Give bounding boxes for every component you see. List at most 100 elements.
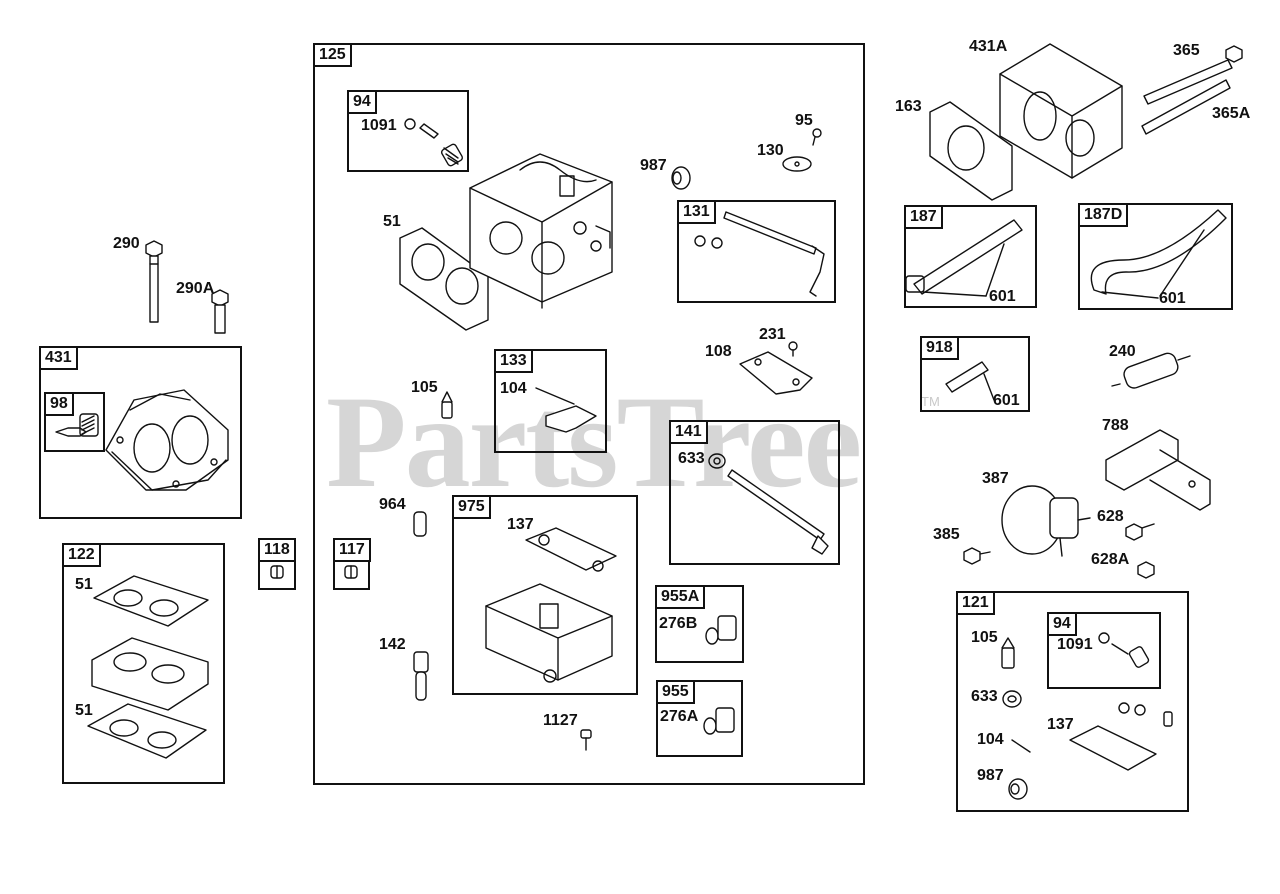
screw-117-drawing [344, 565, 358, 579]
part-label-628: 628 [1097, 508, 1124, 525]
part-label-108: 108 [705, 343, 732, 360]
part-label-51-left: 51 [383, 213, 401, 230]
part-label-601a: 601 [989, 288, 1016, 305]
screw-95-drawing [812, 128, 822, 146]
part-label-601c: 601 [993, 392, 1020, 409]
part-label-105b: 105 [971, 629, 998, 646]
parts-box-431: 431 [39, 346, 242, 519]
box-tag-125: 125 [313, 43, 352, 67]
parts-box-94: 94 [347, 90, 469, 172]
parts-box-117: 117 [333, 538, 371, 590]
screw-118-drawing [270, 565, 284, 579]
plug-955a-drawing [705, 615, 737, 645]
screw-1091-drawing [404, 118, 464, 167]
part-label-633: 633 [678, 450, 705, 467]
parts-box-131: 131 [677, 200, 836, 303]
parts-box-98: 98 [44, 392, 105, 452]
bolt-365-drawing [1141, 45, 1243, 135]
box-tag-117: 117 [333, 538, 371, 562]
parts-box-975: 975 [452, 495, 638, 695]
plug-955-drawing [703, 707, 735, 735]
part-label-105: 105 [411, 379, 438, 396]
part-label-240: 240 [1109, 343, 1136, 360]
part-label-51b: 51 [75, 702, 93, 719]
screw-1127-drawing [580, 729, 592, 751]
part-label-633b: 633 [971, 688, 998, 705]
box-tag-955a: 955A [655, 585, 706, 609]
part-label-365a: 365A [1212, 105, 1251, 122]
bolt-290a-drawing [211, 289, 229, 334]
part-label-130: 130 [757, 142, 784, 159]
part-label-290: 290 [113, 235, 140, 252]
part-label-104b: 104 [977, 731, 1004, 748]
hose-918-drawing [945, 361, 995, 401]
box-tag-187: 187 [904, 205, 943, 229]
box-tag-94: 94 [347, 90, 377, 114]
gasket-51-drawing [399, 227, 489, 331]
carburetor-drawing [469, 153, 613, 309]
trademark-mark: TM [921, 394, 940, 409]
screw-385-drawing [963, 547, 991, 565]
box-tag-118: 118 [258, 538, 296, 562]
part-label-601b: 601 [1159, 290, 1186, 307]
part-label-365: 365 [1173, 42, 1200, 59]
box-tag-133: 133 [494, 349, 533, 373]
part-label-987b: 987 [977, 767, 1004, 784]
hose-187d-drawing [1090, 209, 1227, 299]
bracket-788-drawing [1105, 429, 1211, 511]
shaft-133-drawing [535, 387, 597, 433]
box-tag-94b: 94 [1047, 612, 1077, 636]
parts-box-918: 918 [920, 336, 1030, 412]
parts-box-121: 121 [956, 591, 1189, 812]
box-tag-122: 122 [62, 543, 101, 567]
part-label-628a: 628A [1091, 551, 1130, 568]
part-label-385: 385 [933, 526, 960, 543]
parts-box-125: 125 [313, 43, 865, 785]
part-label-137: 137 [507, 516, 534, 533]
screw-spring-98-drawing [55, 413, 99, 437]
parts-box-122: 122 [62, 543, 225, 784]
plate-130-drawing [782, 156, 812, 172]
part-label-987: 987 [640, 157, 667, 174]
rod-141-drawing [708, 453, 829, 555]
part-label-431a: 431A [969, 38, 1008, 55]
box-tag-98: 98 [44, 392, 74, 416]
part-label-95: 95 [795, 112, 813, 129]
bracket-108-drawing [739, 351, 813, 395]
parts-box-133: 133 [494, 349, 607, 453]
part-label-276a: 276A [660, 708, 699, 725]
kit-121-drawing [1001, 637, 1173, 800]
parts-box-187d: 187D [1078, 203, 1233, 310]
box-tag-121: 121 [956, 591, 995, 615]
parts-box-94b: 94 [1047, 612, 1161, 689]
bolt-290-drawing [145, 240, 163, 323]
box-tag-131: 131 [677, 200, 716, 224]
part-label-1127: 1127 [543, 712, 578, 729]
fuel-pump-387-drawing [1001, 485, 1091, 557]
box-tag-141: 141 [669, 420, 708, 444]
box-tag-918: 918 [920, 336, 959, 360]
box-tag-975: 975 [452, 495, 491, 519]
float-bowl-975-drawing [485, 527, 617, 683]
part-label-387: 387 [982, 470, 1009, 487]
part-label-104: 104 [500, 380, 527, 397]
part-label-290a: 290A [176, 280, 215, 297]
parts-box-141: 141 [669, 420, 840, 565]
part-label-788: 788 [1102, 417, 1129, 434]
bushing-987-drawing [671, 166, 691, 190]
pin-964-drawing [413, 511, 427, 537]
box-tag-431: 431 [39, 346, 78, 370]
parts-box-955: 955 [656, 680, 743, 757]
part-label-137b: 137 [1047, 716, 1074, 733]
shaft-131-drawing [694, 211, 825, 297]
needle-105-drawing [441, 391, 453, 419]
jet-142-drawing [413, 651, 429, 701]
parts-box-187: 187 [904, 205, 1037, 308]
hose-187-drawing [905, 219, 1023, 297]
gasket-stack-122-drawing [87, 575, 209, 759]
screw-1091b-drawing [1098, 632, 1150, 668]
part-label-51a: 51 [75, 576, 93, 593]
parts-box-955a: 955A [655, 585, 744, 663]
